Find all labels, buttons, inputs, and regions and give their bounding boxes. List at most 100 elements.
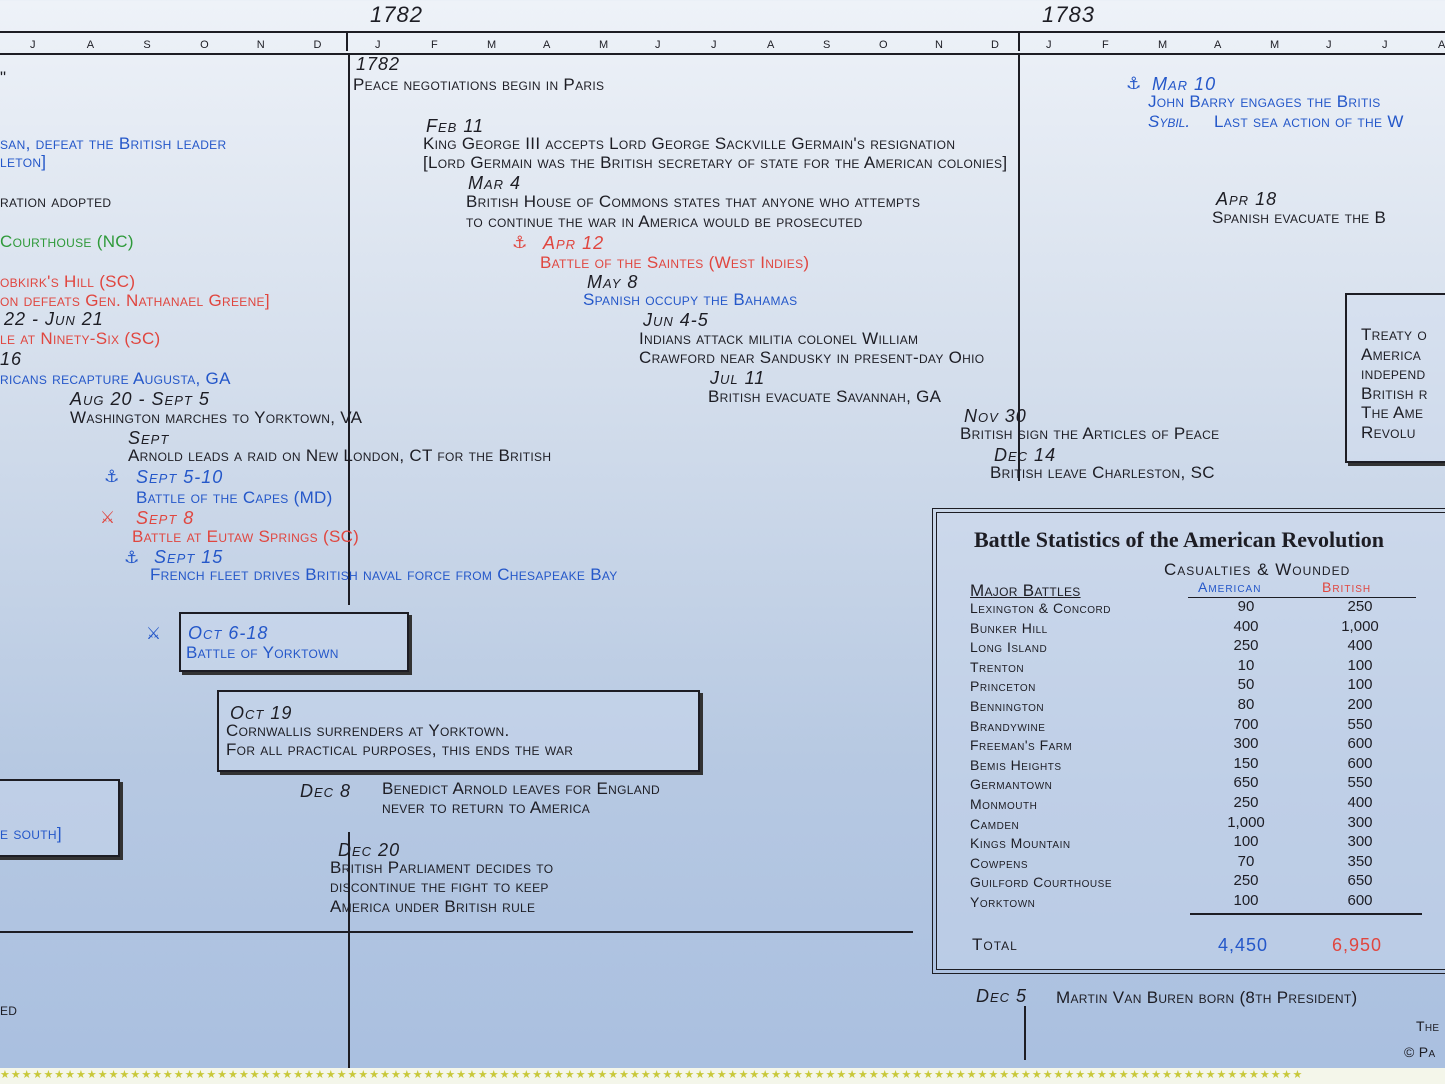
event-eutaw-text: Battle at Eutaw Springs (SC) (132, 527, 360, 546)
anchor-icon: ⚓ (124, 548, 140, 567)
footer-copyright: © Pa (1404, 1044, 1436, 1060)
stats-row-name: Bunker Hill (970, 619, 1048, 636)
event-dec14-date: Dec 14 (994, 445, 1057, 465)
left-fragment-8: 22 - Jun 21 (4, 309, 104, 329)
battle-statistics-box (932, 508, 1445, 974)
event-may8-text: Spanish occupy the Bahamas (583, 290, 798, 309)
event-mar10-text-2a: Sybil. (1148, 112, 1191, 131)
event-mar4-text-2: to continue the war in America would be … (466, 212, 863, 231)
yorktown-box (179, 612, 409, 672)
treaty-line: The Ame (1361, 403, 1424, 423)
timeline-1783-axis (1018, 53, 1020, 481)
timeline-top-rule (0, 31, 1445, 33)
month-label: A (1438, 39, 1445, 51)
month-label: S (823, 39, 831, 51)
month-label: D (991, 39, 999, 51)
event-feb11-text-1: King George III accepts Lord George Sack… (423, 134, 956, 153)
stats-row-american: 50 (1237, 676, 1255, 694)
month-label: O (200, 39, 209, 51)
month-label: N (256, 39, 265, 51)
stats-row-american: 250 (1233, 872, 1259, 890)
month-label: M (599, 39, 609, 51)
crossed-swords-icon: ⚔ (146, 624, 162, 643)
stats-row-name: Yorktown (970, 894, 1036, 910)
event-jul11-date: Jul 11 (710, 368, 766, 388)
month-label: O (879, 39, 888, 51)
stats-row-american: 100 (1233, 833, 1259, 851)
stats-row-american: 250 (1233, 794, 1259, 811)
stats-row-british: 550 (1347, 715, 1373, 733)
event-capes-text: Battle of the Capes (MD) (136, 488, 333, 507)
event-aug20-date: Aug 20 - Sept 5 (70, 389, 210, 409)
month-label: A (767, 39, 775, 51)
stats-row-name: Bemis Heights (970, 756, 1062, 773)
event-surrender-text-1: Cornwallis surrenders at Yorktown. (226, 721, 510, 740)
event-jun4-text-2: Crawford near Sandusky in present-day Oh… (639, 348, 985, 367)
stats-row-british: 350 (1347, 852, 1373, 870)
stats-row-american: 100 (1233, 892, 1259, 909)
stats-row-american: 70 (1237, 852, 1255, 870)
stats-row-name: Freeman's Farm (970, 737, 1073, 754)
stats-total-american: 4,450 (1218, 935, 1269, 955)
stats-row-name: Camden (970, 815, 1020, 832)
stats-row-british: 200 (1347, 696, 1373, 713)
event-chesapeake-date: Sept 15 (154, 547, 224, 567)
left-fragment-4: ration adopted (0, 192, 112, 211)
stats-british-heading: British (1322, 579, 1372, 595)
left-fragment-13: ed (0, 1000, 18, 1019)
stats-row-american: 10 (1237, 656, 1255, 674)
event-mar10-date: Mar 10 (1152, 74, 1217, 94)
event-dec8-text-1: Benedict Arnold leaves for England (382, 779, 660, 798)
month-label: F (431, 39, 438, 51)
event-dec8-date: Dec 8 (300, 781, 352, 801)
month-label: S (143, 39, 151, 51)
event-aug20-text: Washington marches to Yorktown, VA (70, 408, 363, 427)
stats-row-american: 250 (1233, 637, 1259, 655)
stats-row-name: Princeton (970, 678, 1036, 695)
left-fragment-1: " (0, 68, 7, 87)
left-truncated-box (0, 779, 120, 857)
event-eutaw-date: Sept 8 (136, 508, 195, 528)
event-mar10-text-1: John Barry engages the Britis (1148, 92, 1381, 111)
month-label: F (1102, 39, 1109, 51)
stats-row-name: Trenton (970, 658, 1025, 675)
left-fragment-11: ricans recapture Augusta, GA (0, 369, 231, 388)
crossed-swords-icon: ⚔ (100, 508, 116, 527)
footer-the: The (1416, 1018, 1440, 1034)
event-feb11-text-2: [Lord Germain was the British secretary … (423, 153, 1008, 172)
event-capes-date: Sept 5-10 (136, 467, 224, 487)
left-fragment-5: Courthouse (NC) (0, 232, 134, 251)
anchor-icon: ⚓ (1126, 74, 1142, 93)
stats-row-british: 300 (1347, 813, 1373, 831)
event-chesapeake-text: French fleet drives British naval force … (150, 565, 618, 584)
event-dec8-text-2: never to return to America (382, 798, 590, 817)
stats-total-rule (1190, 913, 1422, 915)
treaty-line: independ (1361, 364, 1426, 384)
star-border: ★★★★★★★★★★★★★★★★★★★★★★★★★★★★★★★★★★★★★★★★… (0, 1068, 1445, 1084)
stats-row-american: 650 (1233, 774, 1259, 792)
month-label: J (30, 39, 36, 51)
stats-row-american: 700 (1233, 715, 1259, 733)
timeline-baseline (0, 931, 913, 933)
event-apr18-text: Spanish evacuate the B (1212, 208, 1387, 227)
event-jun4-date: Jun 4-5 (643, 310, 709, 330)
left-fragment-9: le at Ninety-Six (SC) (0, 329, 161, 348)
stats-row-british: 550 (1347, 774, 1373, 792)
month-label: A (1214, 39, 1222, 51)
treaty-line: British r (1361, 383, 1428, 403)
stats-row-american: 1,000 (1227, 813, 1265, 831)
stats-row-british: 650 (1347, 872, 1373, 890)
stats-total-label: Total (972, 935, 1018, 954)
stats-row-name: Kings Mountain (970, 835, 1071, 852)
stats-row-british: 300 (1347, 833, 1373, 851)
stats-row-british: 400 (1347, 794, 1373, 811)
stats-row-name: Bennington (970, 698, 1045, 714)
event-nov30-text: British sign the Articles of Peace (960, 424, 1220, 443)
event-dec20-text-1: British Parliament decides to (330, 858, 554, 877)
anchor-icon: ⚓ (512, 233, 528, 252)
stats-title: Battle Statistics of the American Revolu… (974, 527, 1384, 552)
stats-casualties-heading: Casualties & Wounded (1164, 560, 1351, 579)
stats-row-name: Guilford Courthouse (970, 874, 1112, 891)
event-dec5-date: Dec 5 (976, 986, 1028, 1006)
left-fragment-3: leton] (0, 152, 47, 171)
